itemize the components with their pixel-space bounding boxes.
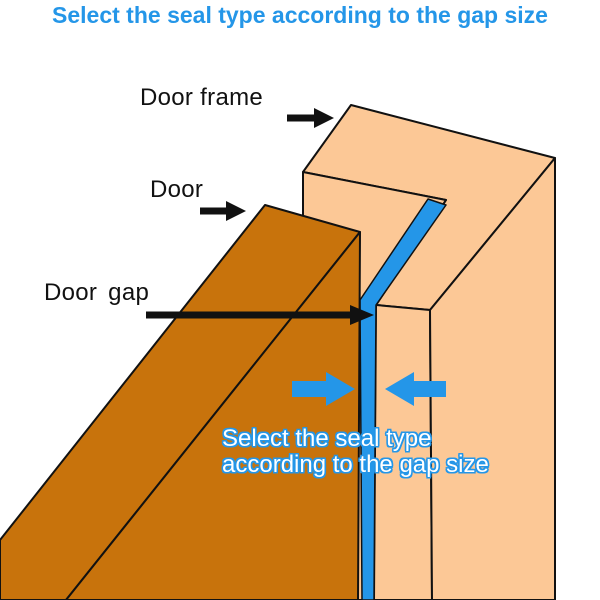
- door-label: Door: [150, 176, 204, 203]
- arrow-right-icon: [292, 372, 355, 406]
- arrow-right-icon: [146, 305, 374, 325]
- arrow-left-icon: [385, 372, 446, 406]
- callout-line-2: according to the gap size: [222, 451, 489, 478]
- arrow-right-icon: [200, 201, 246, 221]
- callout-line-1: Select the seal type: [222, 425, 432, 452]
- door-frame-label: Door frame: [140, 84, 264, 111]
- gap-size-arrows: [292, 372, 446, 406]
- door-gap-label: Door gap: [44, 279, 150, 306]
- pointer-arrows: [146, 108, 374, 325]
- arrow-right-icon: [287, 108, 334, 128]
- door-edge: [65, 231, 361, 600]
- door-frame-side-face: [429, 157, 556, 600]
- door-leaf: [0, 204, 361, 600]
- page-heading: Select the seal type according to the ga…: [52, 2, 548, 28]
